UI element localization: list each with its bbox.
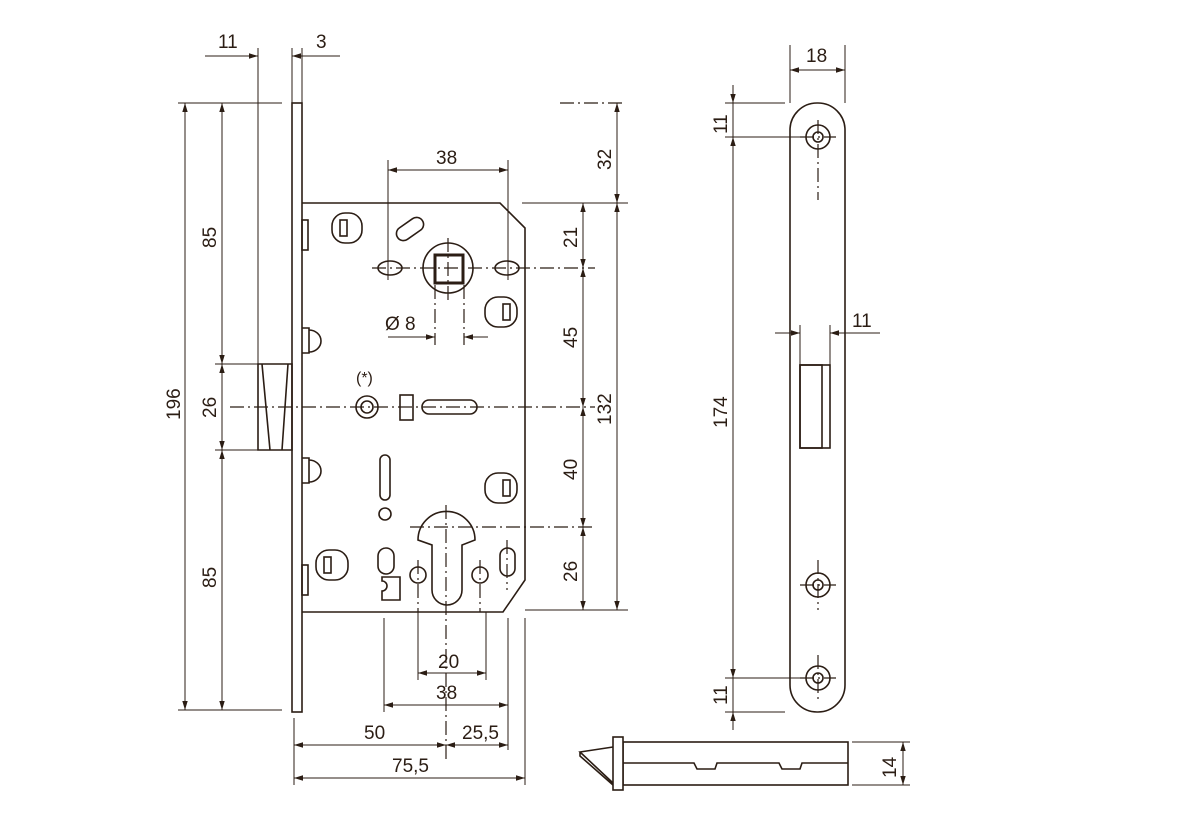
label-26: 26	[200, 397, 221, 418]
label-3: 3	[316, 32, 327, 53]
label-11-bottom: 11	[711, 685, 732, 705]
dim-right: 32 21 45 40 26 132	[522, 103, 628, 611]
label-174: 174	[711, 396, 732, 428]
label-25-5: 25,5	[462, 723, 499, 744]
label-note: (*)	[356, 370, 373, 387]
label-85-lower: 85	[200, 567, 221, 588]
dim-top: 38 Ø 8 (*)	[356, 148, 509, 387]
label-50: 50	[364, 723, 385, 744]
label-11-top: 11	[711, 114, 732, 134]
strike-plate: 11 18 11 174 11	[711, 45, 880, 730]
label-45: 45	[561, 327, 582, 348]
label-38-top: 38	[436, 148, 457, 169]
label-11-opening: 11	[852, 311, 872, 332]
label-26-right: 26	[561, 561, 582, 582]
label-196: 196	[164, 388, 185, 420]
label-32: 32	[595, 149, 616, 170]
label-75-5: 75,5	[392, 756, 429, 777]
label-85-upper: 85	[200, 227, 221, 248]
label-38-bottom: 38	[436, 683, 457, 704]
label-21: 21	[561, 227, 582, 248]
label-18: 18	[806, 46, 827, 67]
dim-bottom: 20 38 50 25,5 75,5	[293, 612, 526, 785]
label-40: 40	[561, 459, 582, 480]
label-11: 11	[218, 32, 238, 53]
label-dia-8: Ø 8	[385, 314, 416, 335]
bolt-side-view: 14	[578, 736, 910, 791]
faceplate	[257, 48, 303, 713]
dim-faceplate-width: 11 3	[205, 32, 340, 59]
center-lines	[230, 102, 819, 760]
label-20: 20	[438, 652, 459, 673]
label-14: 14	[880, 756, 901, 778]
label-132: 132	[595, 393, 616, 425]
dim-left: 196 85 26 85	[164, 102, 282, 711]
